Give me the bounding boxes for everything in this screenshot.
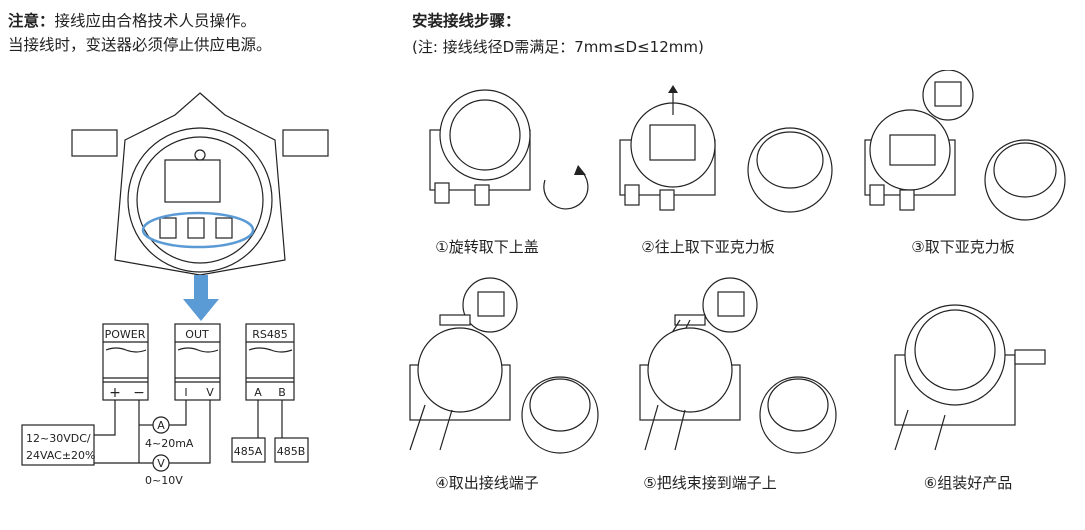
current-range: 4~20mA bbox=[145, 437, 194, 450]
terminal-highlight bbox=[141, 211, 255, 249]
terminal-power: POWER + − bbox=[102, 323, 149, 401]
terminal-rs485: RS485 A B bbox=[245, 323, 295, 401]
step-1-caption: ①旋转取下上盖 bbox=[435, 238, 539, 256]
step-4-caption: ④取出接线端子 bbox=[435, 474, 539, 492]
pin-i: I bbox=[184, 386, 187, 399]
pin-plus: + bbox=[109, 385, 121, 401]
step-4-illustration bbox=[409, 277, 599, 454]
supply-spec-2: 24VAC±20% bbox=[26, 449, 96, 462]
terminal-label: RS485 bbox=[252, 328, 288, 341]
step-6-caption: ⑥组装好产品 bbox=[923, 474, 1013, 492]
step-3-caption: ③取下亚克力板 bbox=[911, 238, 1015, 256]
terminal-label: OUT bbox=[185, 328, 209, 341]
steps-subtitle: (注: 接线线径D需满足：7mm≤D≤12mm) bbox=[412, 38, 704, 56]
pin-minus: − bbox=[133, 385, 145, 401]
step-6-illustration bbox=[894, 304, 1046, 451]
terminal-label: POWER bbox=[105, 328, 146, 341]
rs485-a-label: 485A bbox=[234, 445, 263, 458]
step-1-illustration bbox=[429, 89, 589, 210]
note-line-2: 当接线时，变送器必须停止供应电源。 bbox=[8, 36, 272, 54]
step-3-illustration bbox=[864, 70, 1066, 221]
supply-spec-1: 12~30VDC/ bbox=[26, 432, 91, 445]
step-2-illustration bbox=[619, 85, 833, 213]
transmitter-front-diagram bbox=[71, 92, 329, 276]
step-5-illustration bbox=[639, 277, 837, 454]
pin-a: A bbox=[254, 386, 262, 399]
down-arrow-icon bbox=[183, 275, 219, 321]
power-supply-box bbox=[21, 424, 95, 466]
note-label: 注意： bbox=[8, 12, 55, 30]
step-2-caption: ②往上取下亚克力板 bbox=[641, 238, 775, 256]
pin-v: V bbox=[206, 386, 214, 399]
ammeter-label: A bbox=[157, 419, 165, 432]
wiring-diagram: POWER + − OUT I V RS485 A B 12~30VDC/ 24… bbox=[21, 323, 309, 487]
voltage-range: 0~10V bbox=[145, 474, 183, 487]
wiring-caution-note: 注意：接线应由合格技术人员操作。 当接线时，变送器必须停止供应电源。 bbox=[8, 9, 272, 57]
rs485-b-label: 485B bbox=[277, 445, 306, 458]
step-5-caption: ⑤把线束接到端子上 bbox=[643, 474, 777, 492]
note-line-1: 接线应由合格技术人员操作。 bbox=[54, 12, 257, 30]
steps-title: 安装接线步骤： bbox=[412, 12, 521, 30]
voltmeter-label: V bbox=[157, 457, 165, 470]
pin-b: B bbox=[278, 386, 286, 399]
terminal-out: OUT I V bbox=[174, 323, 221, 401]
